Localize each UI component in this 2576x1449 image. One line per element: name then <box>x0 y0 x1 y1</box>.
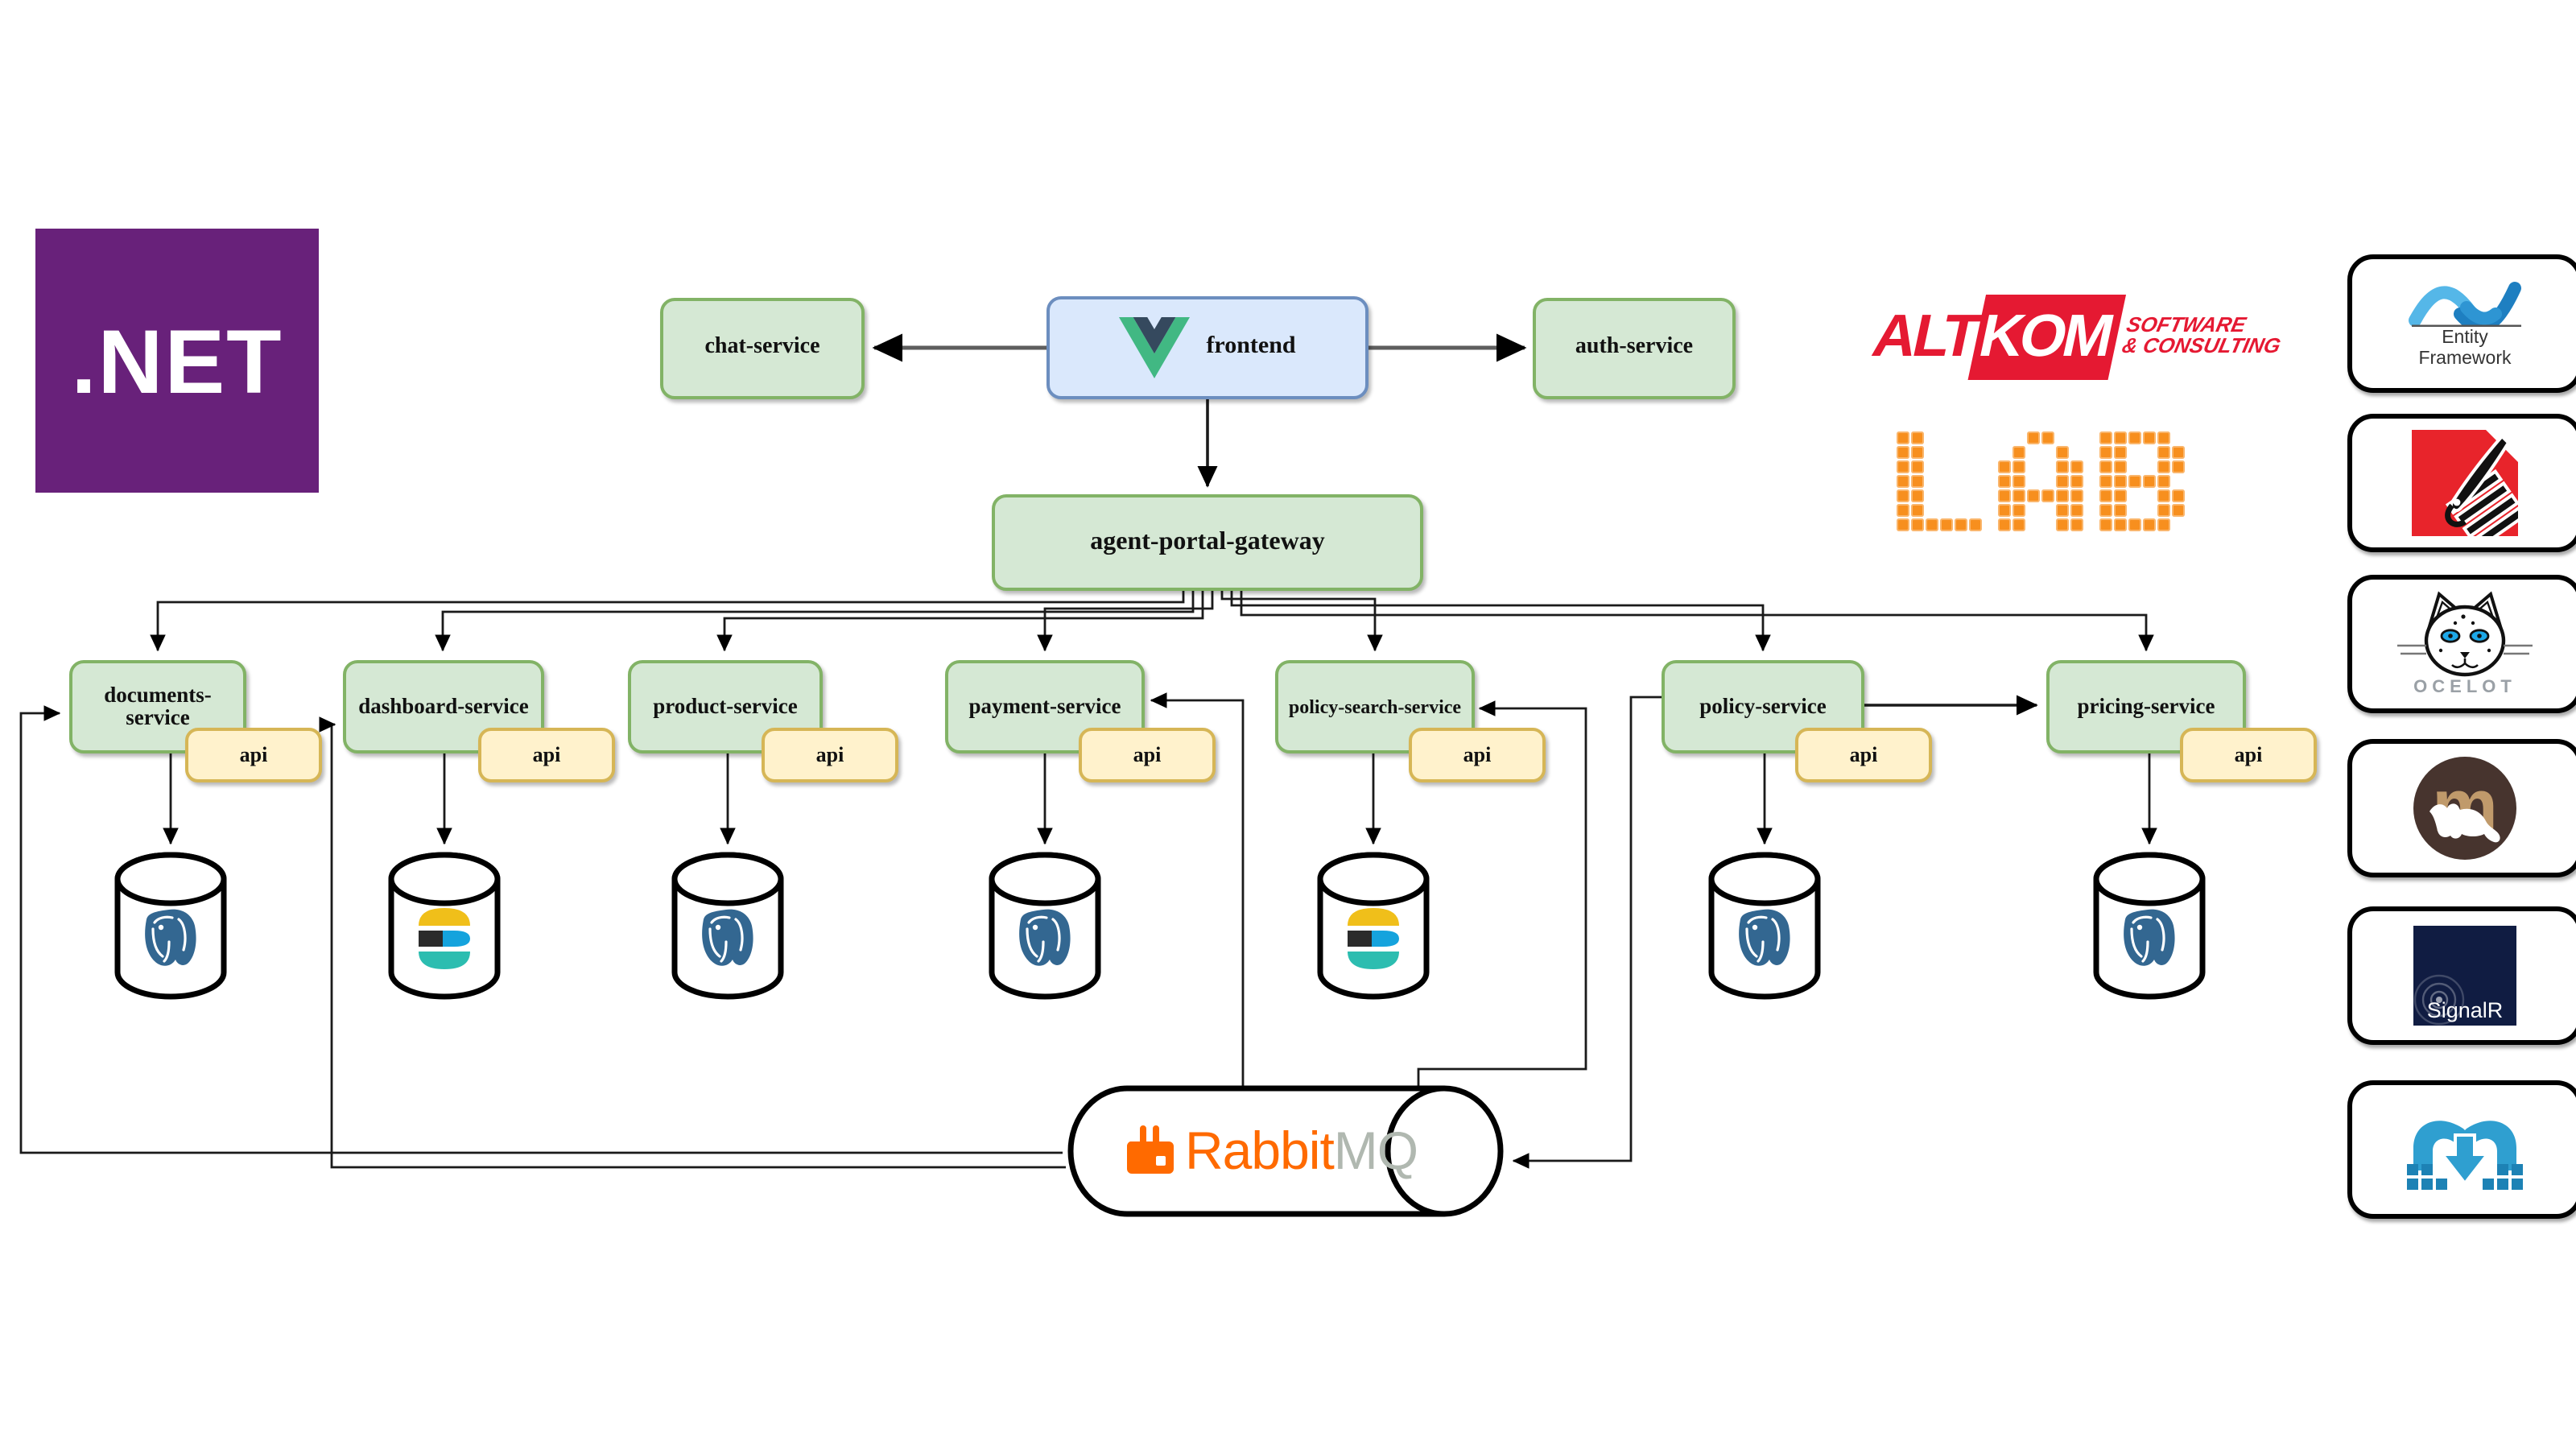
rabbitmq-mq-text: MQ <box>1333 1121 1418 1180</box>
signalr-waves-icon <box>2413 974 2465 1026</box>
rabbitmq-logo: RabbitMQ <box>1127 1121 1418 1182</box>
edge-gateway-policy-search <box>1220 591 1383 652</box>
elasticsearch-icon <box>419 908 470 969</box>
altkom-wordmark: ALTKOM <box>1867 295 2126 380</box>
policy-search-api-box: api <box>1409 728 1546 782</box>
service-label: pricing-service <box>2077 693 2215 718</box>
api-label: api <box>2234 742 2263 767</box>
frontend-label: frontend <box>1206 333 1296 360</box>
altkom-consulting-text: & CONSULTING <box>2120 333 2283 358</box>
dotnet-logo-text: .NET <box>71 310 283 411</box>
postgresql-icon <box>2124 909 2175 966</box>
ocelot-caption: OCELOT <box>2413 678 2516 697</box>
tech-ocelot: OCELOT <box>2347 575 2576 713</box>
altkom-software-text: SOFTWARE <box>2124 312 2248 336</box>
edge-gateway-documents <box>150 591 1185 652</box>
altkom-logo: ALTKOM SOFTWARE & CONSULTING <box>1867 295 2288 380</box>
api-label: api <box>239 742 268 767</box>
postgresql-db-payment <box>989 852 1101 1000</box>
service-label: policy-service <box>1699 693 1827 718</box>
service-label: payment-service <box>968 693 1121 718</box>
mediatr-ferret-icon <box>2429 803 2500 843</box>
gateway-label: agent-portal-gateway <box>1090 527 1325 555</box>
product-api-box: api <box>762 728 898 782</box>
edge-rabbit-dashboard <box>319 716 1066 1169</box>
documents-api-box: api <box>185 728 322 782</box>
dashboard-api-box: api <box>478 728 615 782</box>
tech-dapper <box>2347 414 2576 552</box>
api-label: api <box>815 742 844 767</box>
edge-policy-rabbit <box>1512 696 1662 1169</box>
postgresql-icon <box>145 909 196 966</box>
mediatr-icon: m <box>2413 757 2516 860</box>
api-label: api <box>1849 742 1878 767</box>
tech-entity-framework: Entity Framework <box>2347 254 2576 393</box>
ocelot-icon <box>2397 591 2533 677</box>
dapper-icon <box>2412 430 2518 536</box>
service-label: policy-search-service <box>1288 695 1462 718</box>
postgresql-icon <box>1739 909 1790 966</box>
rabbitmq-icon <box>1127 1125 1174 1174</box>
postgresql-icon <box>1019 909 1071 966</box>
pricing-api-box: api <box>2180 728 2317 782</box>
entity-framework-icon <box>2409 282 2521 328</box>
vuejs-icon <box>1119 317 1191 378</box>
edge-gateway-policy <box>1230 591 1771 652</box>
edge-gateway-product <box>716 591 1204 652</box>
policy-api-box: api <box>1795 728 1932 782</box>
tech-masstransit <box>2347 1080 2576 1219</box>
signalr-caption: SignalR <box>2426 998 2504 1022</box>
payment-api-box: api <box>1079 728 1216 782</box>
api-label: api <box>1463 742 1492 767</box>
node-agent-portal-gateway: agent-portal-gateway <box>992 494 1423 591</box>
tech-signalr: SignalR <box>2347 906 2576 1045</box>
elasticsearch-icon <box>1348 908 1399 969</box>
edge-gateway-dashboard <box>435 591 1195 652</box>
entity-framework-caption: Entity Framework <box>2418 328 2512 368</box>
dotnet-logo: .NET <box>35 229 319 493</box>
node-policy-service: policy-service <box>1662 660 1864 753</box>
edge-rabbit-payment <box>1150 692 1245 1088</box>
edge-rabbit-documents <box>19 705 1063 1154</box>
service-label: dashboard-service <box>358 693 529 718</box>
service-label: documents-service <box>104 682 212 729</box>
service-label: product-service <box>653 693 798 718</box>
node-frontend: frontend <box>1046 296 1368 399</box>
api-label: api <box>1133 742 1162 767</box>
api-label: api <box>532 742 561 767</box>
masstransit-icon <box>2407 1121 2523 1190</box>
elasticsearch-db-policy-search <box>1317 852 1430 1000</box>
altkom-kom-text: KOM <box>1967 295 2126 380</box>
rabbitmq-rabbit-text: Rabbit <box>1185 1121 1335 1180</box>
postgresql-db-product <box>671 852 784 1000</box>
postgresql-db-pricing <box>2093 852 2206 1000</box>
edge-gateway-payment <box>1037 591 1214 652</box>
edge-gateway-pricing <box>1240 591 2154 652</box>
signalr-icon: SignalR <box>2413 926 2516 1026</box>
chat-service-label: chat-service <box>704 335 820 360</box>
edge-rabbit-policy-search <box>1417 700 1587 1088</box>
elasticsearch-db-dashboard <box>388 852 501 1000</box>
node-auth-service: auth-service <box>1533 298 1736 399</box>
postgresql-db-policy <box>1708 852 1821 1000</box>
postgresql-db-documents <box>114 852 227 1000</box>
tech-mediatr: m <box>2347 739 2576 877</box>
lab-logo <box>1897 431 2185 531</box>
auth-service-label: auth-service <box>1575 335 1694 360</box>
rabbitmq-cylinder <box>1067 1085 1504 1217</box>
postgresql-icon <box>702 909 753 966</box>
node-chat-service: chat-service <box>660 298 865 399</box>
altkom-alt-text: ALT <box>1867 303 1984 369</box>
